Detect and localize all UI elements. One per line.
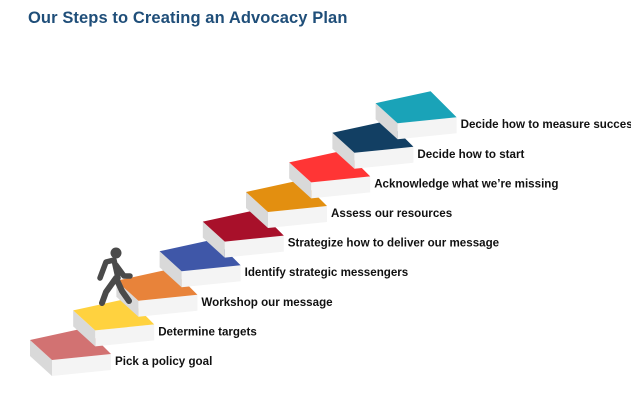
person-legs (99, 275, 132, 306)
person-head (110, 247, 122, 259)
step-9 (375, 91, 457, 140)
step-side (375, 103, 398, 140)
step-label-2: Determine targets (158, 325, 257, 338)
step-riser (354, 146, 414, 169)
step-side (30, 340, 52, 376)
step-label-1: Pick a policy goal (115, 355, 212, 368)
step-side (289, 162, 312, 199)
step-riser (224, 235, 284, 258)
step-riser (95, 324, 155, 347)
step-side (202, 221, 225, 258)
step-side (246, 192, 268, 228)
step-riser (52, 354, 111, 376)
step-side (159, 251, 182, 288)
step-riser (397, 117, 457, 140)
step-riser (138, 294, 198, 317)
labels-layer: Pick a policy goal Determine targets Works… (115, 118, 631, 368)
step-label-8: Decide how to start (417, 148, 524, 161)
page-title: Our Steps to Creating an Advocacy Plan (28, 9, 348, 27)
step-riser (181, 265, 241, 288)
step-riser (268, 206, 327, 228)
step-tread (375, 91, 457, 124)
step-label-9: Decide how to measure success (461, 118, 631, 131)
step-label-3: Workshop our message (201, 296, 333, 309)
step-side (332, 132, 355, 169)
step-label-5: Strategize how to deliver our message (288, 237, 500, 250)
step-side (73, 310, 96, 347)
step-label-7: Acknowledge what we’re missing (374, 177, 558, 190)
walking-person-icon (97, 247, 133, 306)
step-label-6: Assess our resources (331, 207, 452, 220)
person-torso-arms (97, 257, 133, 281)
step-riser (311, 176, 371, 199)
step-label-4: Identify strategic messengers (245, 266, 409, 279)
